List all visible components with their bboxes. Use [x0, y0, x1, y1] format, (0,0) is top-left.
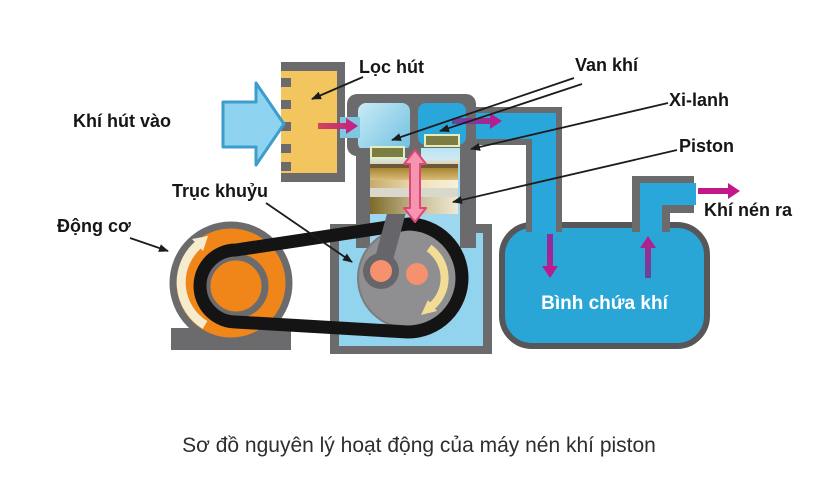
label-intake-flow: Khí hút vào: [73, 111, 171, 131]
leader-truc-khuyu: [265, 202, 353, 263]
air-tank: [499, 222, 710, 349]
drive-belt: [193, 217, 469, 339]
leader-piston: [452, 149, 678, 204]
suction-filter: [281, 62, 345, 182]
diagram-caption: Sơ đồ nguyên lý hoạt động của máy nén kh…: [182, 434, 656, 457]
piston-motion-arrow-icon: [403, 149, 427, 223]
tank-outlet-pipe: [632, 176, 696, 232]
flow-arrow-into-tank-icon: [542, 234, 558, 278]
filter-mesh-dashes: [281, 78, 291, 171]
motor-rotation-arrow-icon: [176, 236, 208, 329]
leader-loc-hut: [311, 76, 364, 100]
crank-pin: [370, 260, 392, 282]
leader-van-khi-2: [439, 83, 583, 132]
flywheel-rotation-arrow-icon: [421, 244, 449, 315]
label-cylinder: Xi-lanh: [669, 90, 730, 110]
label-air-valves: Van khí: [575, 55, 639, 75]
motor: [169, 221, 293, 350]
cylinder-wall-left: [356, 150, 370, 248]
crank-journal: [406, 263, 428, 285]
flow-arrow-head-to-pipe-icon: [452, 113, 502, 129]
flow-arrow-filter-to-head-icon: [318, 118, 358, 134]
label-motor: Động cơ: [57, 216, 131, 236]
label-crankshaft: Trục khuỷu: [172, 181, 269, 201]
motor-pulley: [203, 253, 269, 319]
head-suction-chamber: [358, 103, 410, 151]
flow-arrow-out-of-tank-icon: [640, 236, 656, 278]
leader-van-khi-1: [391, 77, 575, 141]
label-leader-lines: [129, 76, 678, 263]
discharge-pipe: [462, 107, 562, 232]
leader-xi-lanh: [470, 102, 669, 151]
suction-valve: [370, 146, 405, 159]
label-discharge-flow: Khí nén ra: [704, 200, 793, 220]
label-air-tank: Bình chứa khí: [541, 293, 668, 314]
label-suction-filter: Lọc hút: [359, 57, 424, 77]
discharge-valve: [424, 134, 460, 147]
intake-big-arrow-icon: [221, 81, 286, 167]
label-piston: Piston: [679, 136, 735, 156]
leader-dong-co: [129, 237, 169, 252]
flow-arrow-discharge-icon: [698, 183, 740, 199]
